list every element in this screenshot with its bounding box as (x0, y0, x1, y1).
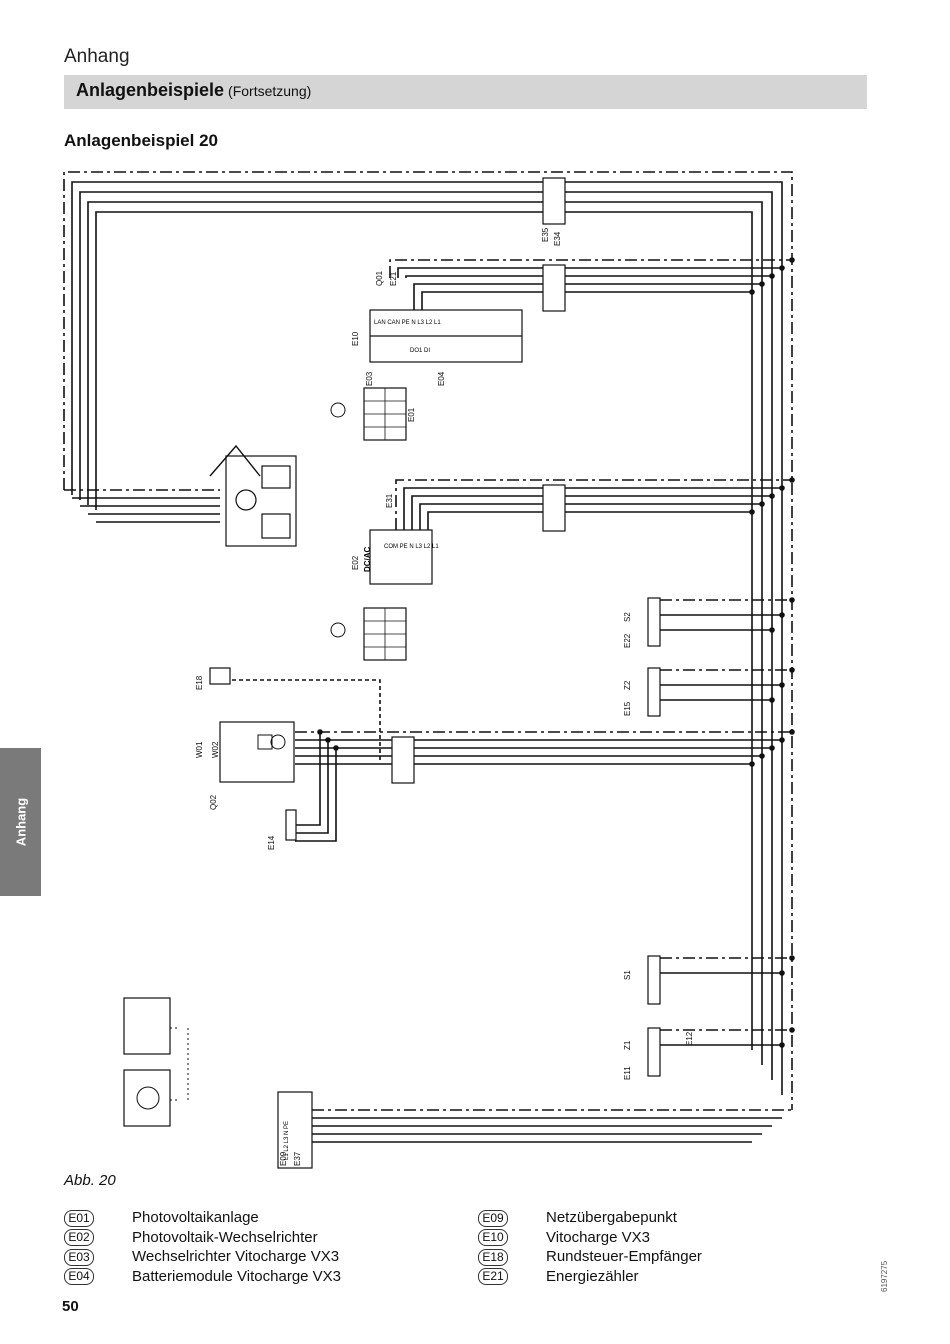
fuse-e34-hp (391, 736, 415, 784)
ref-label: E11 (623, 1066, 632, 1080)
ref-label: E01 (407, 407, 416, 422)
ref-label: E18 (195, 675, 204, 690)
ref-label: S2 (623, 612, 632, 622)
ref-label: E37 (293, 1151, 302, 1166)
heat-pump-unit (219, 721, 295, 783)
ref-label: E15 (623, 701, 632, 716)
wiring-diagram: LAN CAN PE N L3 L2 L1 DO1 DI COM PE N L3… (63, 171, 795, 1169)
display-q01 (123, 1069, 171, 1127)
page-number: 50 (62, 1298, 79, 1315)
sun-icon (330, 622, 346, 638)
ref-label: Z2 (623, 680, 632, 690)
display-e31 (123, 997, 171, 1055)
side-tab[interactable]: Anhang (0, 748, 41, 896)
pv-ports-text: COM PE N L3 L2 L1 (384, 544, 439, 550)
meter-s1 (647, 955, 661, 1005)
ref-label: E04 (437, 371, 446, 386)
meter-z2 (647, 667, 661, 717)
ref-label: E02 (351, 555, 360, 570)
ref-label: E31 (385, 493, 394, 508)
ref-label: E14 (267, 835, 276, 850)
ref-label: Q02 (209, 794, 218, 810)
bar-title-text: Anlagenbeispiele (76, 80, 225, 100)
meter-z1 (647, 1027, 661, 1077)
globe-icon (136, 1086, 160, 1110)
ref-label: W01 (195, 741, 204, 758)
fuse-e34-vx3 (542, 264, 566, 312)
pv-type-text: DC/AC (363, 546, 372, 572)
figure-caption: Abb. 20 (64, 1172, 116, 1189)
document-code: 6197275 (880, 1260, 889, 1292)
ref-label: E12 (685, 1031, 694, 1046)
ref-label: E22 (623, 633, 632, 648)
example-title: Anlagenbeispiel 20 (64, 131, 218, 150)
ref-label: E03 (365, 371, 374, 386)
title-bar: Anlagenbeispiele(Fortsetzung) (64, 75, 867, 109)
ref-label: Q01 (375, 270, 384, 286)
n-line (71, 181, 783, 1095)
fuse-e34-top (542, 177, 566, 225)
grid-terminal (277, 1091, 313, 1169)
ref-label: E10 (351, 331, 360, 346)
house (225, 455, 297, 547)
w14-device (285, 809, 297, 841)
side-tab-label: Anhang (13, 797, 28, 847)
receiver-e18 (209, 667, 231, 685)
appliance-icon (261, 513, 291, 539)
heat-pump-icon (257, 734, 273, 750)
ref-label: W02 (211, 741, 220, 758)
sun-icon (330, 402, 346, 418)
l3-line (79, 191, 773, 1080)
ref-label: E09 (279, 1151, 288, 1166)
ref-label: E35 (541, 227, 550, 242)
ref-label: Z1 (623, 1040, 632, 1050)
l1-line (95, 211, 753, 1050)
ref-label: E34 (553, 231, 562, 246)
fuse-e34-pv (542, 484, 566, 532)
stove-icon (261, 465, 291, 489)
ref-label: E21 (389, 271, 398, 286)
vx3-ports-text: LAN CAN PE N L3 L2 L1 (374, 320, 441, 326)
pv-inverter (369, 529, 433, 585)
ref-label: S1 (623, 970, 632, 980)
meter-s2 (647, 597, 661, 647)
bar-title: Anlagenbeispiele(Fortsetzung) (76, 80, 311, 101)
vx3-io-text: DO1 DI (410, 348, 430, 354)
fan-icon (270, 734, 286, 750)
light-bulb-icon (235, 489, 257, 511)
section-title: Anhang (64, 46, 130, 67)
grid-terminals-text: L1 L2 L3 N PE (284, 1121, 290, 1160)
bar-subtitle: (Fortsetzung) (228, 83, 312, 99)
l2-line (87, 201, 763, 1065)
